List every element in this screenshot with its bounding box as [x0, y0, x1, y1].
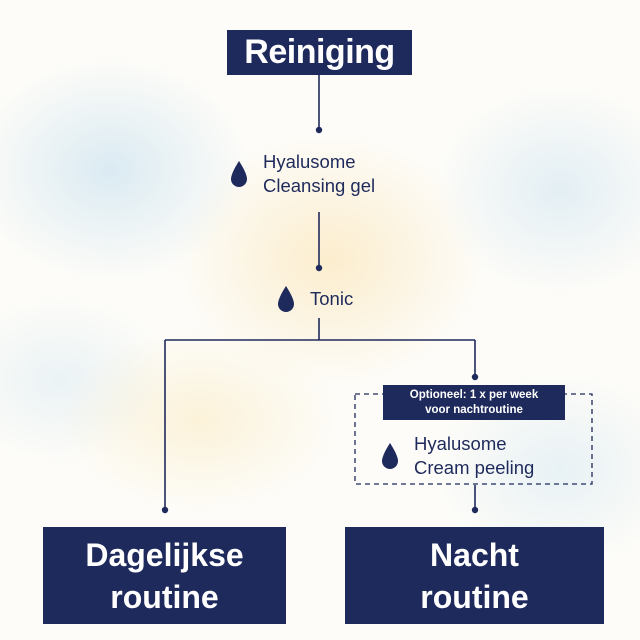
- step-tonic: Tonic: [276, 285, 353, 313]
- connector-dot: [161, 506, 169, 514]
- step-cleansing-line1: Hyalusome: [263, 151, 356, 172]
- title-reiniging: Reiniging: [227, 30, 412, 75]
- optional-badge-line1: Optioneel: 1 x per week: [409, 388, 539, 401]
- outcome-night-line2: routine: [420, 578, 529, 615]
- drop-icon: [382, 443, 398, 469]
- step-peeling-line1: Hyalusome: [414, 433, 507, 454]
- connector-dot: [315, 264, 323, 272]
- drop-icon: [278, 286, 294, 312]
- drop-icon: [231, 161, 247, 187]
- optional-badge: Optioneel: 1 x per week voor nachtroutin…: [383, 385, 565, 420]
- step-tonic-label: Tonic: [310, 288, 354, 309]
- connector-dot: [471, 506, 479, 514]
- connector-dot: [315, 126, 323, 134]
- outcome-night-routine: Nacht routine: [345, 527, 604, 624]
- step-cleansing-gel: Hyalusome Cleansing gel: [229, 150, 375, 198]
- outcome-night-line1: Nacht: [430, 536, 519, 573]
- outcome-daily-line1: Dagelijkse: [85, 536, 244, 573]
- step-cream-peeling: Hyalusome Cream peeling: [380, 432, 534, 480]
- optional-badge-line2: voor nachtroutine: [425, 403, 523, 416]
- step-cleansing-line2: Cleansing gel: [263, 175, 376, 196]
- connector-dot: [471, 373, 479, 381]
- outcome-daily-line2: routine: [110, 578, 219, 615]
- step-peeling-line2: Cream peeling: [414, 457, 535, 478]
- outcome-daily-routine: Dagelijkse routine: [43, 527, 286, 624]
